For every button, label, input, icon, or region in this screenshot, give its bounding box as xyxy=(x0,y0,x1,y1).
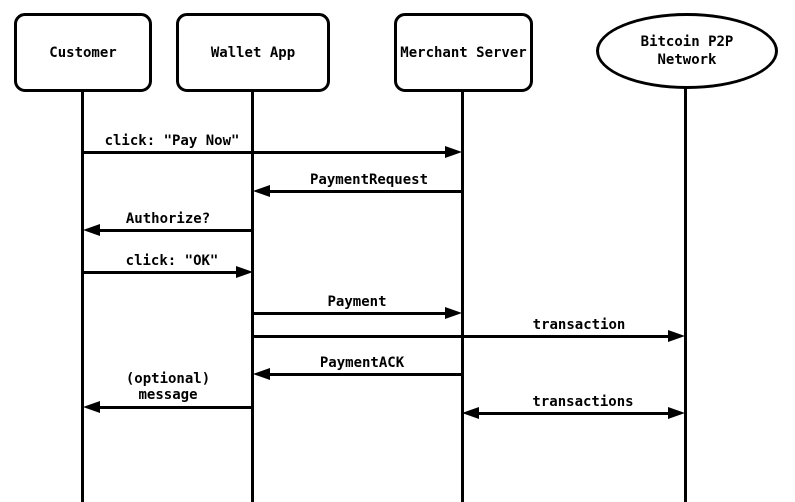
arrowhead-right-icon xyxy=(668,407,685,419)
lifeline-customer xyxy=(81,92,84,502)
arrowhead-left-icon xyxy=(83,224,100,236)
actor-wallet-app: Wallet App xyxy=(176,13,330,92)
actor-wallet-app-label: Wallet App xyxy=(210,44,296,61)
message-label-authorize: Authorize? xyxy=(125,211,211,227)
actor-bitcoin-network: Bitcoin P2P Network xyxy=(596,13,778,89)
arrowhead-left-icon xyxy=(462,407,479,419)
message-label-payment: Payment xyxy=(327,294,387,310)
lifeline-wallet-app xyxy=(251,92,254,502)
arrowhead-left-icon xyxy=(253,185,270,197)
arrowhead-right-icon xyxy=(445,307,462,319)
arrowhead-left-icon xyxy=(253,368,270,380)
arrowhead-left-icon xyxy=(83,401,100,413)
message-arrow-payment xyxy=(253,312,446,315)
message-label-click-pay-now: click: "Pay Now" xyxy=(104,133,240,149)
message-arrow-click-ok xyxy=(83,271,237,274)
message-arrow-transaction xyxy=(253,335,668,338)
message-label-optional-message: (optional) message xyxy=(125,371,211,403)
message-label-payment-ack: PaymentACK xyxy=(319,355,405,371)
message-arrow-payment-ack xyxy=(269,373,462,376)
message-arrow-transactions xyxy=(478,412,669,415)
actor-merchant-server-label: Merchant Server xyxy=(400,44,527,61)
actor-bitcoin-network-label: Bitcoin P2P Network xyxy=(640,34,734,68)
actor-customer-label: Customer xyxy=(49,44,117,61)
arrowhead-right-icon xyxy=(668,330,685,342)
arrowhead-right-icon xyxy=(236,266,253,278)
message-label-click-ok: click: "OK" xyxy=(125,253,219,269)
actor-customer: Customer xyxy=(14,13,152,92)
message-arrow-authorize xyxy=(99,229,253,232)
message-arrow-payment-request xyxy=(269,190,462,193)
message-label-transactions: transactions xyxy=(532,394,634,410)
lifeline-bitcoin-network xyxy=(684,88,687,502)
message-label-payment-request: PaymentRequest xyxy=(309,172,429,188)
lifeline-merchant-server xyxy=(461,92,464,502)
message-arrow-click-pay-now xyxy=(83,151,446,154)
message-arrow-optional-message xyxy=(99,406,253,409)
message-label-transaction: transaction xyxy=(532,317,626,333)
actor-merchant-server: Merchant Server xyxy=(394,13,533,92)
arrowhead-right-icon xyxy=(445,146,462,158)
